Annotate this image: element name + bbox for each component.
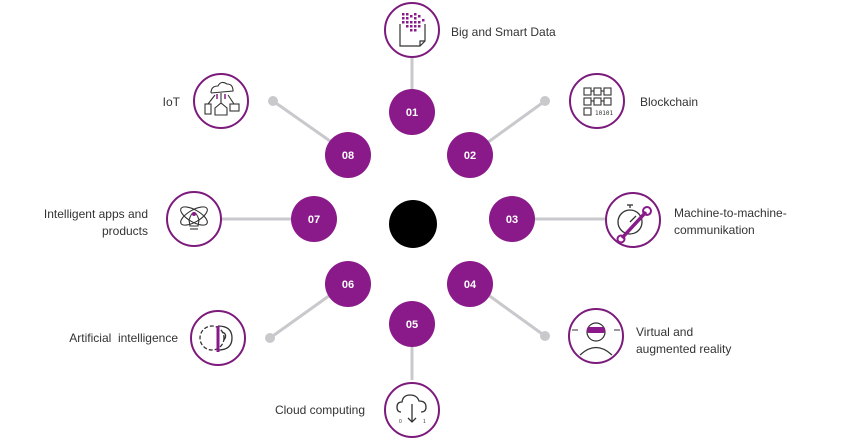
dot-02: [540, 96, 550, 106]
label-intelligent-apps-products: Intelligent apps and products: [43, 207, 148, 238]
node-02[interactable]: 02: [447, 132, 493, 178]
vr-headset-person-icon: [568, 308, 624, 364]
node-number: 03: [506, 214, 518, 226]
connector-02: [479, 99, 546, 150]
connector-dots: [265, 96, 550, 343]
iot-network-icon: [193, 73, 249, 129]
node-number: 08: [342, 150, 354, 162]
cloud-download-icon: 0 1: [384, 382, 440, 438]
node-07[interactable]: 07: [291, 196, 337, 242]
dot-08: [268, 96, 278, 106]
node-number: 05: [406, 319, 418, 331]
node-number: 06: [342, 279, 354, 291]
atom-bulb-icon: [166, 191, 222, 247]
label-blockchain: Blockchain: [640, 95, 699, 109]
dot-06: [265, 333, 275, 343]
node-04[interactable]: 04: [447, 261, 493, 307]
node-number: 07: [308, 214, 320, 226]
label-cloud-computing: Cloud computing: [274, 403, 365, 417]
node-number: 02: [464, 150, 476, 162]
connectors: [220, 57, 607, 380]
node-08[interactable]: 08: [325, 132, 371, 178]
connector-08: [272, 99, 341, 150]
node-number: 01: [406, 107, 418, 119]
label-virtual-augmented-reality: Virtual and augmented reality: [636, 325, 732, 356]
blockchain-grid-icon: 10101: [569, 73, 625, 129]
svg-text:0: 0: [399, 419, 402, 425]
node-01[interactable]: 01: [389, 89, 435, 135]
label-big-and-smart-data: Big and Smart Data: [451, 25, 556, 39]
svg-text:1: 1: [423, 419, 426, 425]
label-artificial-intelligence: Artificial intelligence: [69, 331, 178, 345]
node-06[interactable]: 06: [325, 261, 371, 307]
label-machine-to-machine: Machine-to-machine- communikation: [674, 206, 787, 237]
dot-04: [540, 331, 550, 341]
brain-gear-icon: [190, 310, 246, 366]
number-circles: 01 02 03 04 05 06 07 08: [291, 89, 535, 347]
node-05[interactable]: 05: [389, 301, 435, 347]
node-number: 04: [464, 279, 477, 291]
connector-04: [479, 287, 546, 338]
label-iot: IoT: [162, 95, 180, 109]
connector-06: [269, 286, 341, 340]
svg-text:10101: 10101: [595, 110, 613, 117]
node-03[interactable]: 03: [489, 196, 535, 242]
icon-rings: 10101: [166, 2, 661, 438]
data-document-icon: [384, 2, 440, 58]
center-circle: [389, 200, 437, 248]
stopwatch-wrench-icon: [605, 192, 661, 248]
